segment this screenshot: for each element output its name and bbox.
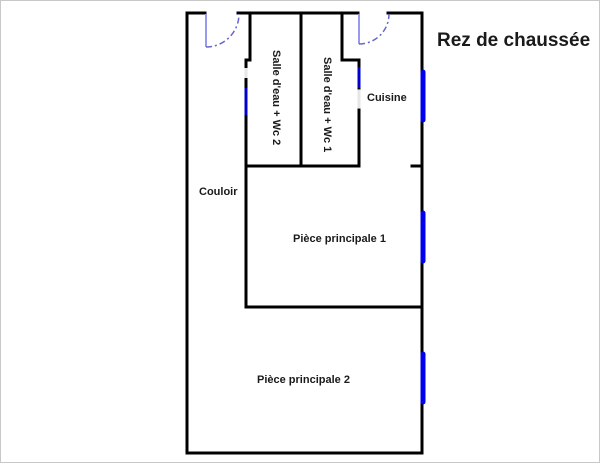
door-swing-arc xyxy=(205,13,240,48)
room-label-piece-principale-2: Pièce principale 2 xyxy=(257,374,350,386)
room-label-piece-principale-1: Pièce principale 1 xyxy=(293,233,386,245)
plan-title: Rez de chaussée xyxy=(437,30,591,51)
entry-door-right[interactable] xyxy=(358,13,390,45)
entry-door-left[interactable] xyxy=(205,13,240,48)
door-swing-arc xyxy=(358,13,390,45)
wc1-right-wall-upper xyxy=(340,11,361,90)
room-label-salle-eau-1: Salle d'eau + Wc 1 xyxy=(321,57,333,153)
room-label-couloir: Couloir xyxy=(199,186,238,198)
room-label-cuisine: Cuisine xyxy=(367,92,407,104)
door-gaps xyxy=(244,68,361,108)
outer-wall xyxy=(185,11,424,455)
interior-door-leaves xyxy=(244,67,361,115)
walls xyxy=(185,11,424,455)
room-label-salle-eau-2: Salle d'eau + Wc 2 xyxy=(270,50,282,146)
